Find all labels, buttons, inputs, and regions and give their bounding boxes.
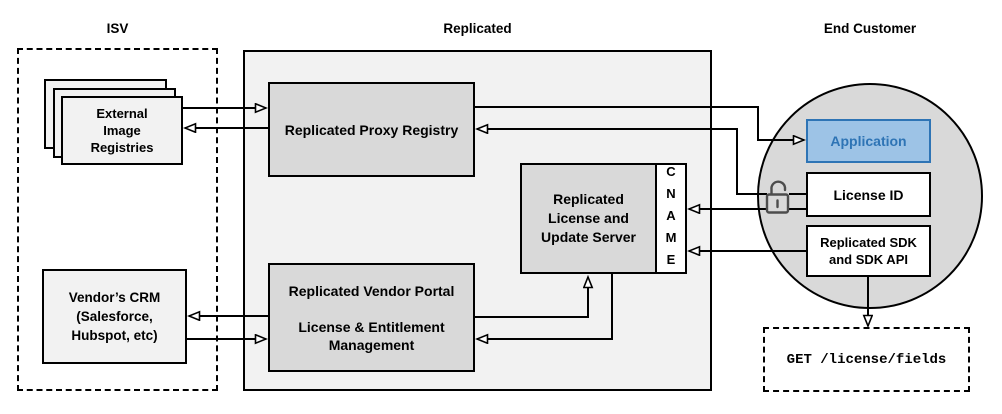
end-customer-section-title: End Customer: [823, 21, 917, 36]
application-label: Application: [830, 133, 907, 149]
replicated-proxy-registry-box: Replicated Proxy Registry: [268, 82, 475, 177]
vendor-portal-label: Replicated Vendor Portal License & Entit…: [288, 282, 455, 353]
application-box: Application: [806, 119, 931, 163]
cname-strip: CNAME: [655, 163, 687, 274]
replicated-section-title: Replicated: [443, 21, 512, 36]
license-id-box: License ID: [806, 172, 931, 217]
vendors-crm-box: Vendor’s CRM (Salesforce, Hubspot, etc): [42, 269, 187, 364]
license-update-server-box: Replicated License and Update Server: [520, 163, 657, 274]
vendor-portal-box: Replicated Vendor Portal License & Entit…: [268, 263, 475, 372]
get-license-fields-label: GET /license/fields: [786, 351, 947, 368]
external-image-registries-box: External Image Registries: [61, 96, 183, 165]
replicated-sdk-box: Replicated SDK and SDK API: [806, 225, 931, 277]
get-license-fields-box: GET /license/fields: [763, 327, 970, 392]
isv-section-title: ISV: [106, 21, 129, 36]
cname-label: CNAME: [663, 163, 679, 274]
replicated-proxy-registry-label: Replicated Proxy Registry: [284, 121, 459, 138]
license-id-label: License ID: [833, 186, 904, 203]
external-image-registries-label: External Image Registries: [90, 106, 154, 155]
vendors-crm-label: Vendor’s CRM (Salesforce, Hubspot, etc): [68, 290, 161, 343]
license-update-server-label: Replicated License and Update Server: [541, 191, 636, 245]
replicated-sdk-label: Replicated SDK and SDK API: [820, 235, 917, 267]
